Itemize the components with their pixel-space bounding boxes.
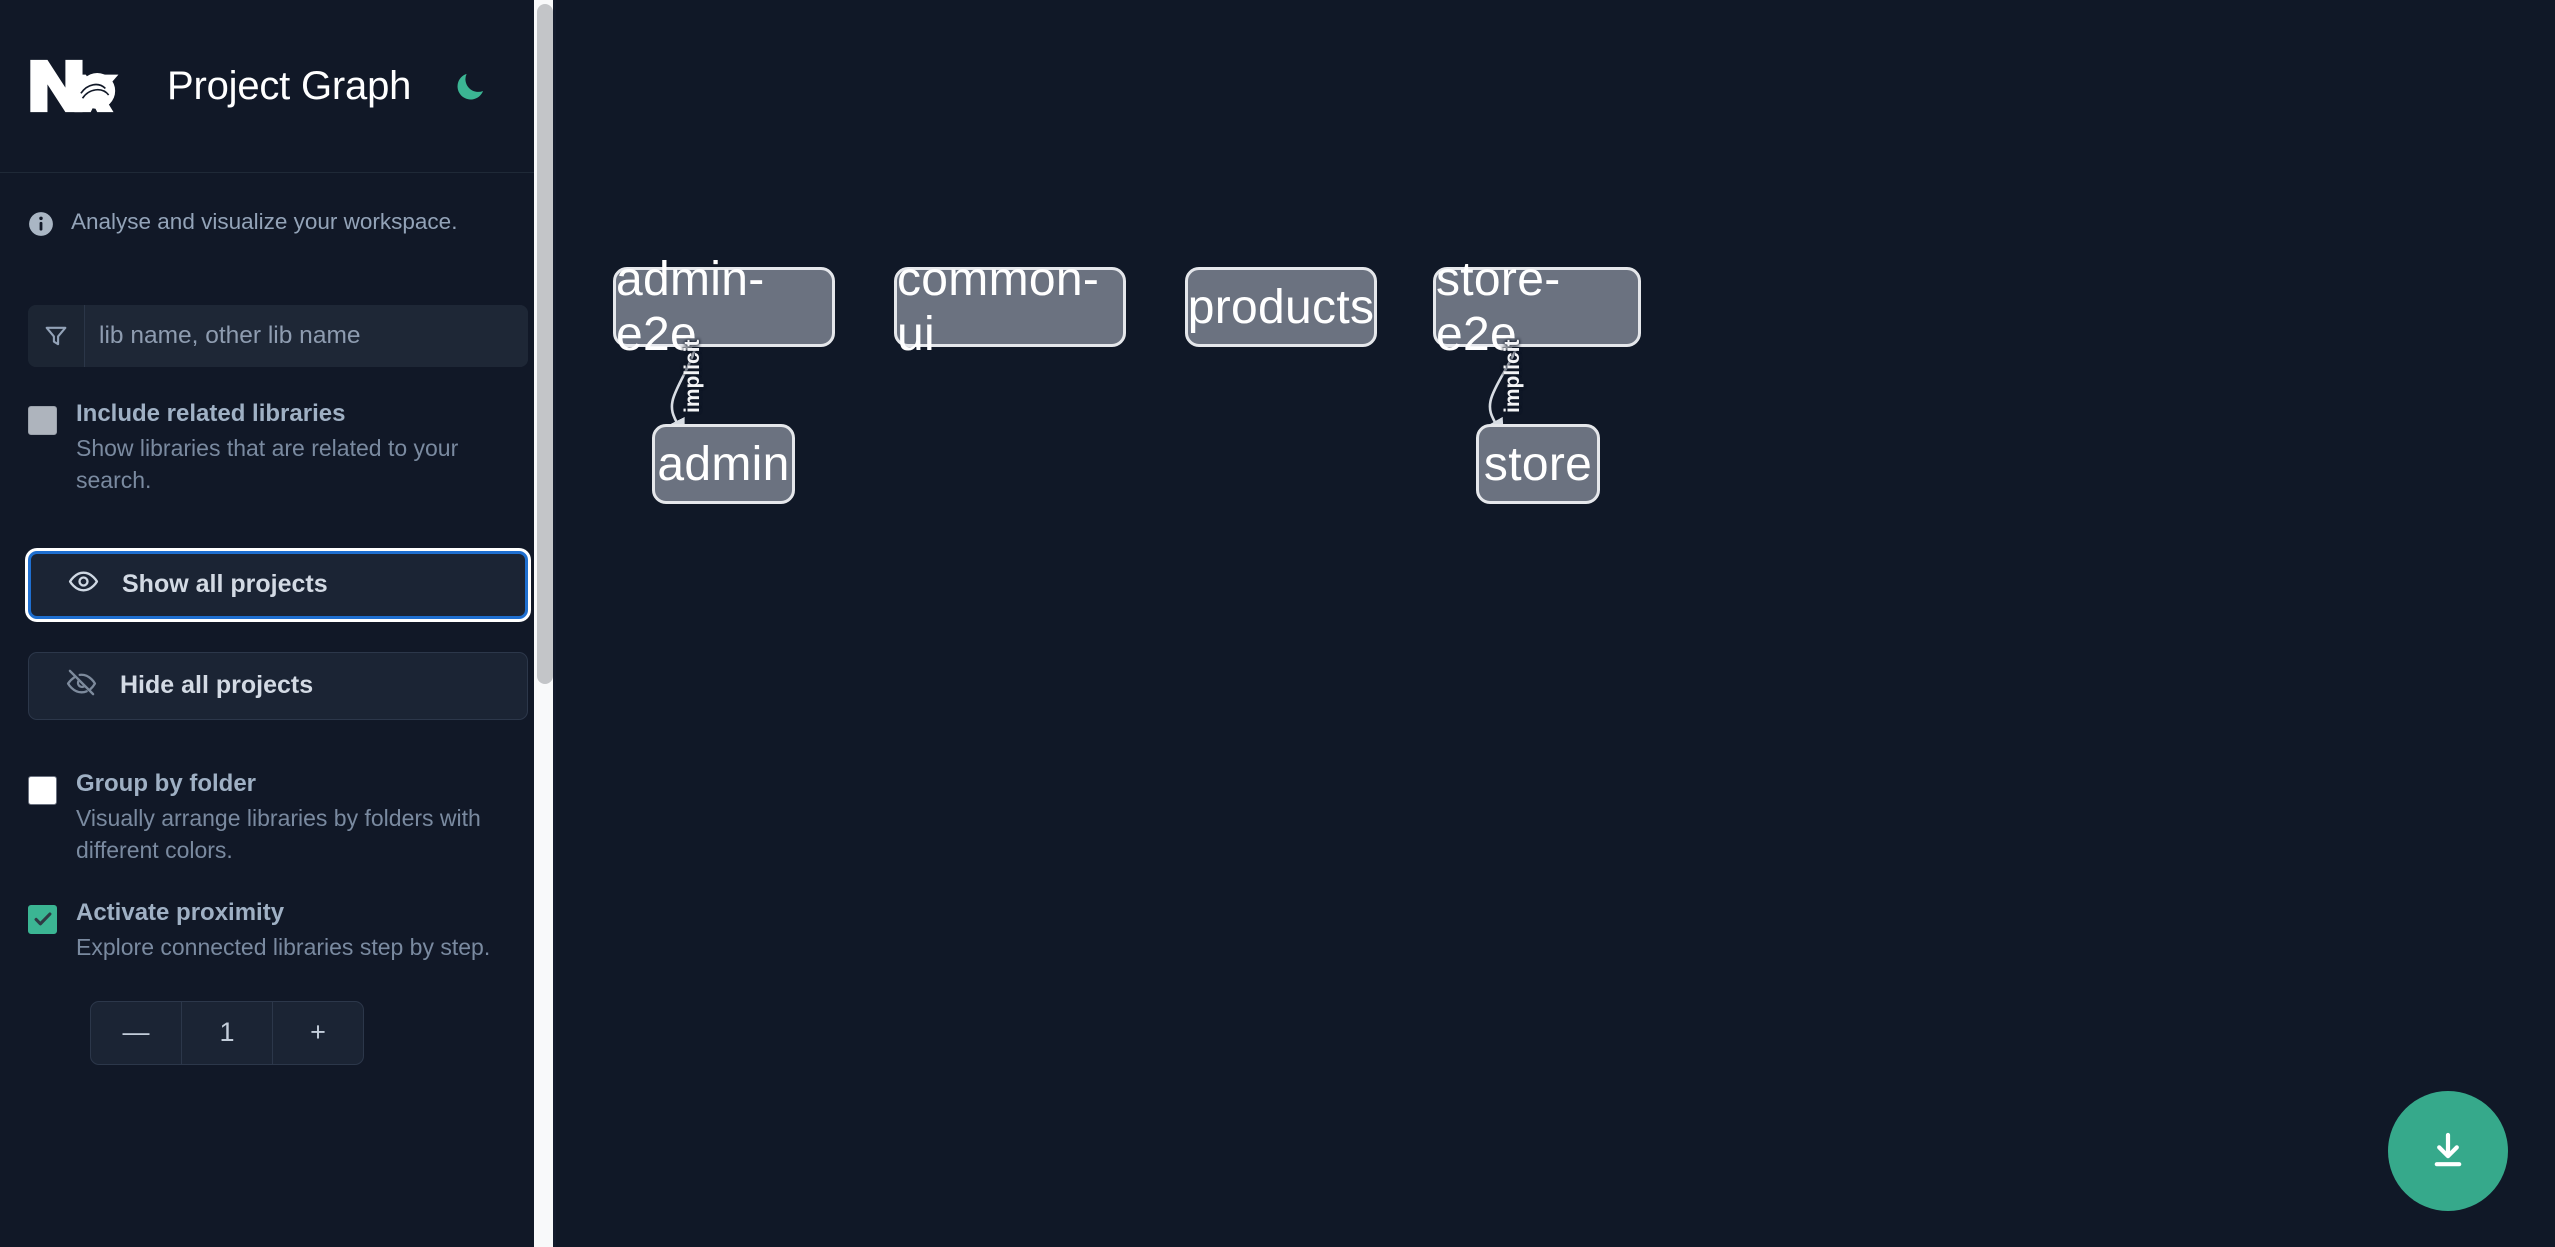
sidebar-divider <box>553 0 556 1247</box>
page-title: Project Graph <box>167 63 412 108</box>
include-related-libraries-checkbox[interactable] <box>28 406 57 435</box>
graph-node-admin[interactable]: admin <box>652 424 795 504</box>
sidebar-scrollbar[interactable] <box>534 0 556 1247</box>
hide-all-projects-label: Hide all projects <box>120 671 314 700</box>
option-title: Activate proximity <box>76 898 285 926</box>
workspace-info: Analyse and visualize your workspace. <box>0 173 556 242</box>
download-icon <box>2434 1132 2462 1167</box>
hide-all-projects-button[interactable]: Hide all projects <box>28 651 528 720</box>
sidebar-scrollbar-thumb[interactable] <box>537 4 553 684</box>
graph-node-store-e2e[interactable]: store-e2e <box>1433 253 1641 361</box>
option-title: Group by folder <box>76 769 256 797</box>
option-texts: Activate proximity Explore connected lib… <box>76 898 491 964</box>
proximity-stepper: — 1 + <box>90 1000 364 1065</box>
workspace-info-text: Analyse and visualize your workspace. <box>71 209 458 234</box>
option-include-related-libraries[interactable]: Include related libraries Show libraries… <box>0 400 556 497</box>
moon-icon[interactable] <box>449 64 493 108</box>
group-by-folder-checkbox[interactable] <box>28 775 57 805</box>
option-title: Include related libraries <box>76 400 346 427</box>
graph-node-products[interactable]: products <box>1185 267 1377 347</box>
proximity-value[interactable]: 1 <box>181 1001 273 1064</box>
option-texts: Group by folder Visually arrange librari… <box>76 769 528 867</box>
eye-icon <box>68 566 99 604</box>
sidebar-header: Project Graph <box>0 0 556 173</box>
option-description: Explore connected libraries step by step… <box>76 934 491 961</box>
check-icon <box>34 912 51 926</box>
option-group-by-folder[interactable]: Group by folder Visually arrange librari… <box>0 769 556 867</box>
graph-node-store[interactable]: store <box>1476 424 1600 504</box>
proximity-increment-button[interactable]: + <box>310 1017 326 1048</box>
search-input[interactable] <box>85 305 528 367</box>
info-icon <box>28 211 54 242</box>
graph-canvas[interactable]: admin-e2e common-ui products store-e2e a… <box>556 0 2555 1247</box>
edge-label-admin-e2e-admin: implicit <box>681 339 704 413</box>
sidebar: Project Graph Analyse and visualize your… <box>0 0 556 1247</box>
option-texts: Include related libraries Show libraries… <box>76 400 528 497</box>
graph-edges <box>668 348 1518 438</box>
graph-node-common-ui[interactable]: common-ui <box>894 253 1126 361</box>
option-description: Show libraries that are related to your … <box>76 435 459 494</box>
nx-logo <box>30 59 119 113</box>
activate-proximity-checkbox[interactable] <box>28 904 57 934</box>
proximity-decrement-button[interactable]: — <box>122 1017 150 1048</box>
filter-bar <box>28 305 528 367</box>
edge-label-store-e2e-store: implicit <box>1501 339 1524 413</box>
graph-node-admin-e2e[interactable]: admin-e2e <box>613 253 835 361</box>
option-description: Visually arrange libraries by folders wi… <box>76 805 481 863</box>
eye-slash-icon <box>66 667 97 705</box>
show-all-projects-button[interactable]: Show all projects <box>28 550 528 619</box>
option-activate-proximity[interactable]: Activate proximity Explore connected lib… <box>0 898 556 964</box>
show-all-projects-label: Show all projects <box>122 570 328 599</box>
funnel-icon[interactable] <box>28 305 85 367</box>
download-image-button[interactable] <box>2388 1091 2508 1211</box>
